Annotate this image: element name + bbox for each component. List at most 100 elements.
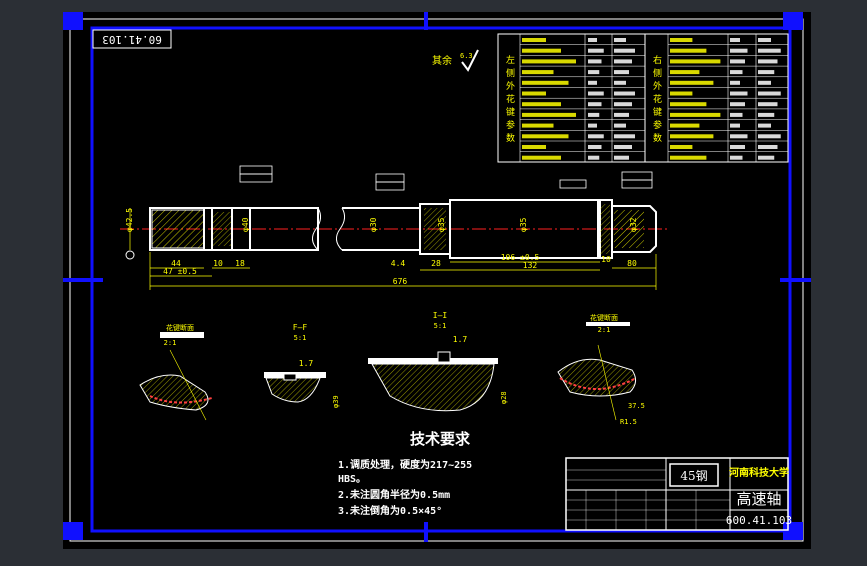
- surface-note: 其余: [432, 54, 452, 67]
- table-cell-value: [614, 91, 635, 96]
- table-cell-value: [730, 70, 743, 75]
- table-cell-value: [730, 80, 740, 85]
- notes-title: 技术要求: [410, 430, 471, 448]
- table-cell-value: [758, 59, 778, 64]
- section3-dia: φ28: [500, 391, 508, 404]
- shaft-main-view: [120, 199, 668, 259]
- section-views: 花键断面 2:1 F—F 5:1 1.7 φ39 I—I 5:1 1.7 φ28…: [139, 311, 645, 426]
- table-cell-text: [670, 91, 693, 96]
- table-cell-value: [588, 102, 602, 107]
- table-cell-value: [730, 112, 743, 117]
- table-cell-value: [588, 70, 600, 75]
- table-cell-value: [758, 91, 781, 96]
- table-cell-value: [758, 123, 771, 128]
- title-block: 45钢 河南科技大学 高速轴 600.41.103: [565, 457, 792, 531]
- surface-value: 6.3: [460, 52, 473, 60]
- section2-dia: φ39: [332, 395, 340, 408]
- dia-left: φ42.5: [125, 208, 134, 232]
- dimension-lines: [129, 208, 657, 290]
- table-cell-text: [670, 59, 721, 64]
- table-cell-value: [614, 155, 629, 160]
- table-cell-text: [522, 48, 561, 53]
- dia-shoulder: φ35: [437, 217, 446, 232]
- university-text: 河南科技大学: [729, 466, 789, 479]
- table-cell-text: [522, 145, 546, 149]
- dim-total-length: 676: [393, 277, 408, 286]
- table-cell-value: [614, 145, 632, 149]
- table-cell-value: [758, 38, 771, 42]
- dim-80: 80: [627, 259, 637, 268]
- table-cell-value: [758, 102, 778, 107]
- dia-mid: φ35: [519, 217, 528, 232]
- table-cell-text: [522, 59, 576, 64]
- table-cell-text: [522, 70, 554, 75]
- dim-44: 44: [171, 259, 181, 268]
- table-cell-text: [522, 123, 554, 128]
- dim-28: 28: [431, 259, 441, 268]
- table-cell-value: [588, 155, 600, 160]
- table-cell-value: [588, 48, 604, 53]
- table-cell-value: [614, 102, 632, 107]
- section4-radius: R1.5: [620, 418, 637, 426]
- roughness-check-icon: [461, 49, 479, 72]
- table-cell-value: [614, 59, 632, 64]
- section4-angle: 37.5: [628, 402, 645, 410]
- table-cell-text: [670, 102, 707, 107]
- part-name-text: 高速轴: [736, 490, 781, 508]
- dim-10b: 10: [601, 255, 611, 264]
- table-cell-value: [588, 123, 597, 128]
- mirrored-drawing-number: 60.41.103: [102, 33, 162, 46]
- table-cell-value: [758, 134, 781, 139]
- table-cell-text: [522, 102, 561, 107]
- table-cell-value: [730, 123, 740, 128]
- table-cell-value: [588, 80, 597, 85]
- section3-label: I—I: [433, 311, 448, 320]
- tolerance-frames: [239, 165, 653, 191]
- table-cell-value: [614, 70, 629, 75]
- table-cell-text: [670, 48, 707, 53]
- section4-scale: 2:1: [598, 326, 611, 334]
- table-cell-value: [758, 145, 778, 149]
- table-cell-text: [522, 134, 569, 139]
- section2-width: 1.7: [299, 359, 314, 368]
- table-cell-text: [670, 155, 707, 160]
- table-cell-text: [522, 91, 546, 96]
- dim-47: 47 ±0.5: [163, 267, 197, 276]
- section2-label: F—F: [293, 323, 308, 332]
- drawing-sheet: [63, 12, 811, 549]
- table-cell-text: [670, 123, 700, 128]
- dim-106: 106 ±0.5: [501, 253, 540, 262]
- table-cell-value: [588, 134, 604, 139]
- dim-10: 10: [213, 259, 223, 268]
- section1-label: 花键断面: [166, 323, 194, 332]
- table-cell-value: [730, 134, 748, 139]
- table-cell-value: [614, 123, 626, 128]
- table-cell-text: [670, 38, 693, 42]
- section2-scale: 5:1: [294, 334, 307, 342]
- section4-label: 花键断面: [590, 313, 618, 322]
- material-text: 45钢: [680, 469, 707, 483]
- notes-line1: 1.调质处理，硬度为217~255: [338, 458, 472, 471]
- notes-line3: 3.未注倒角为0.5×45°: [338, 504, 442, 517]
- table-cell-text: [522, 155, 561, 160]
- right-table-title: 右侧外花键参数: [651, 54, 662, 146]
- table-cell-value: [730, 145, 745, 149]
- table-cell-value: [730, 48, 748, 53]
- table-cell-value: [730, 102, 745, 107]
- table-cell-value: [614, 112, 629, 117]
- table-cell-value: [588, 112, 600, 117]
- table-cell-value: [730, 59, 745, 64]
- dim-132: 132: [523, 261, 538, 270]
- notes-line1b: HBS。: [338, 474, 366, 485]
- table-cell-value: [614, 80, 626, 85]
- table-cell-value: [614, 134, 635, 139]
- table-cell-value: [758, 48, 781, 53]
- dim-18: 18: [235, 259, 245, 268]
- table-cell-value: [758, 80, 771, 85]
- dim-4-4: 4.4: [391, 259, 406, 268]
- table-cell-text: [522, 80, 569, 85]
- table-cell-value: [588, 38, 597, 42]
- dia-bearing-left: φ40: [241, 217, 250, 232]
